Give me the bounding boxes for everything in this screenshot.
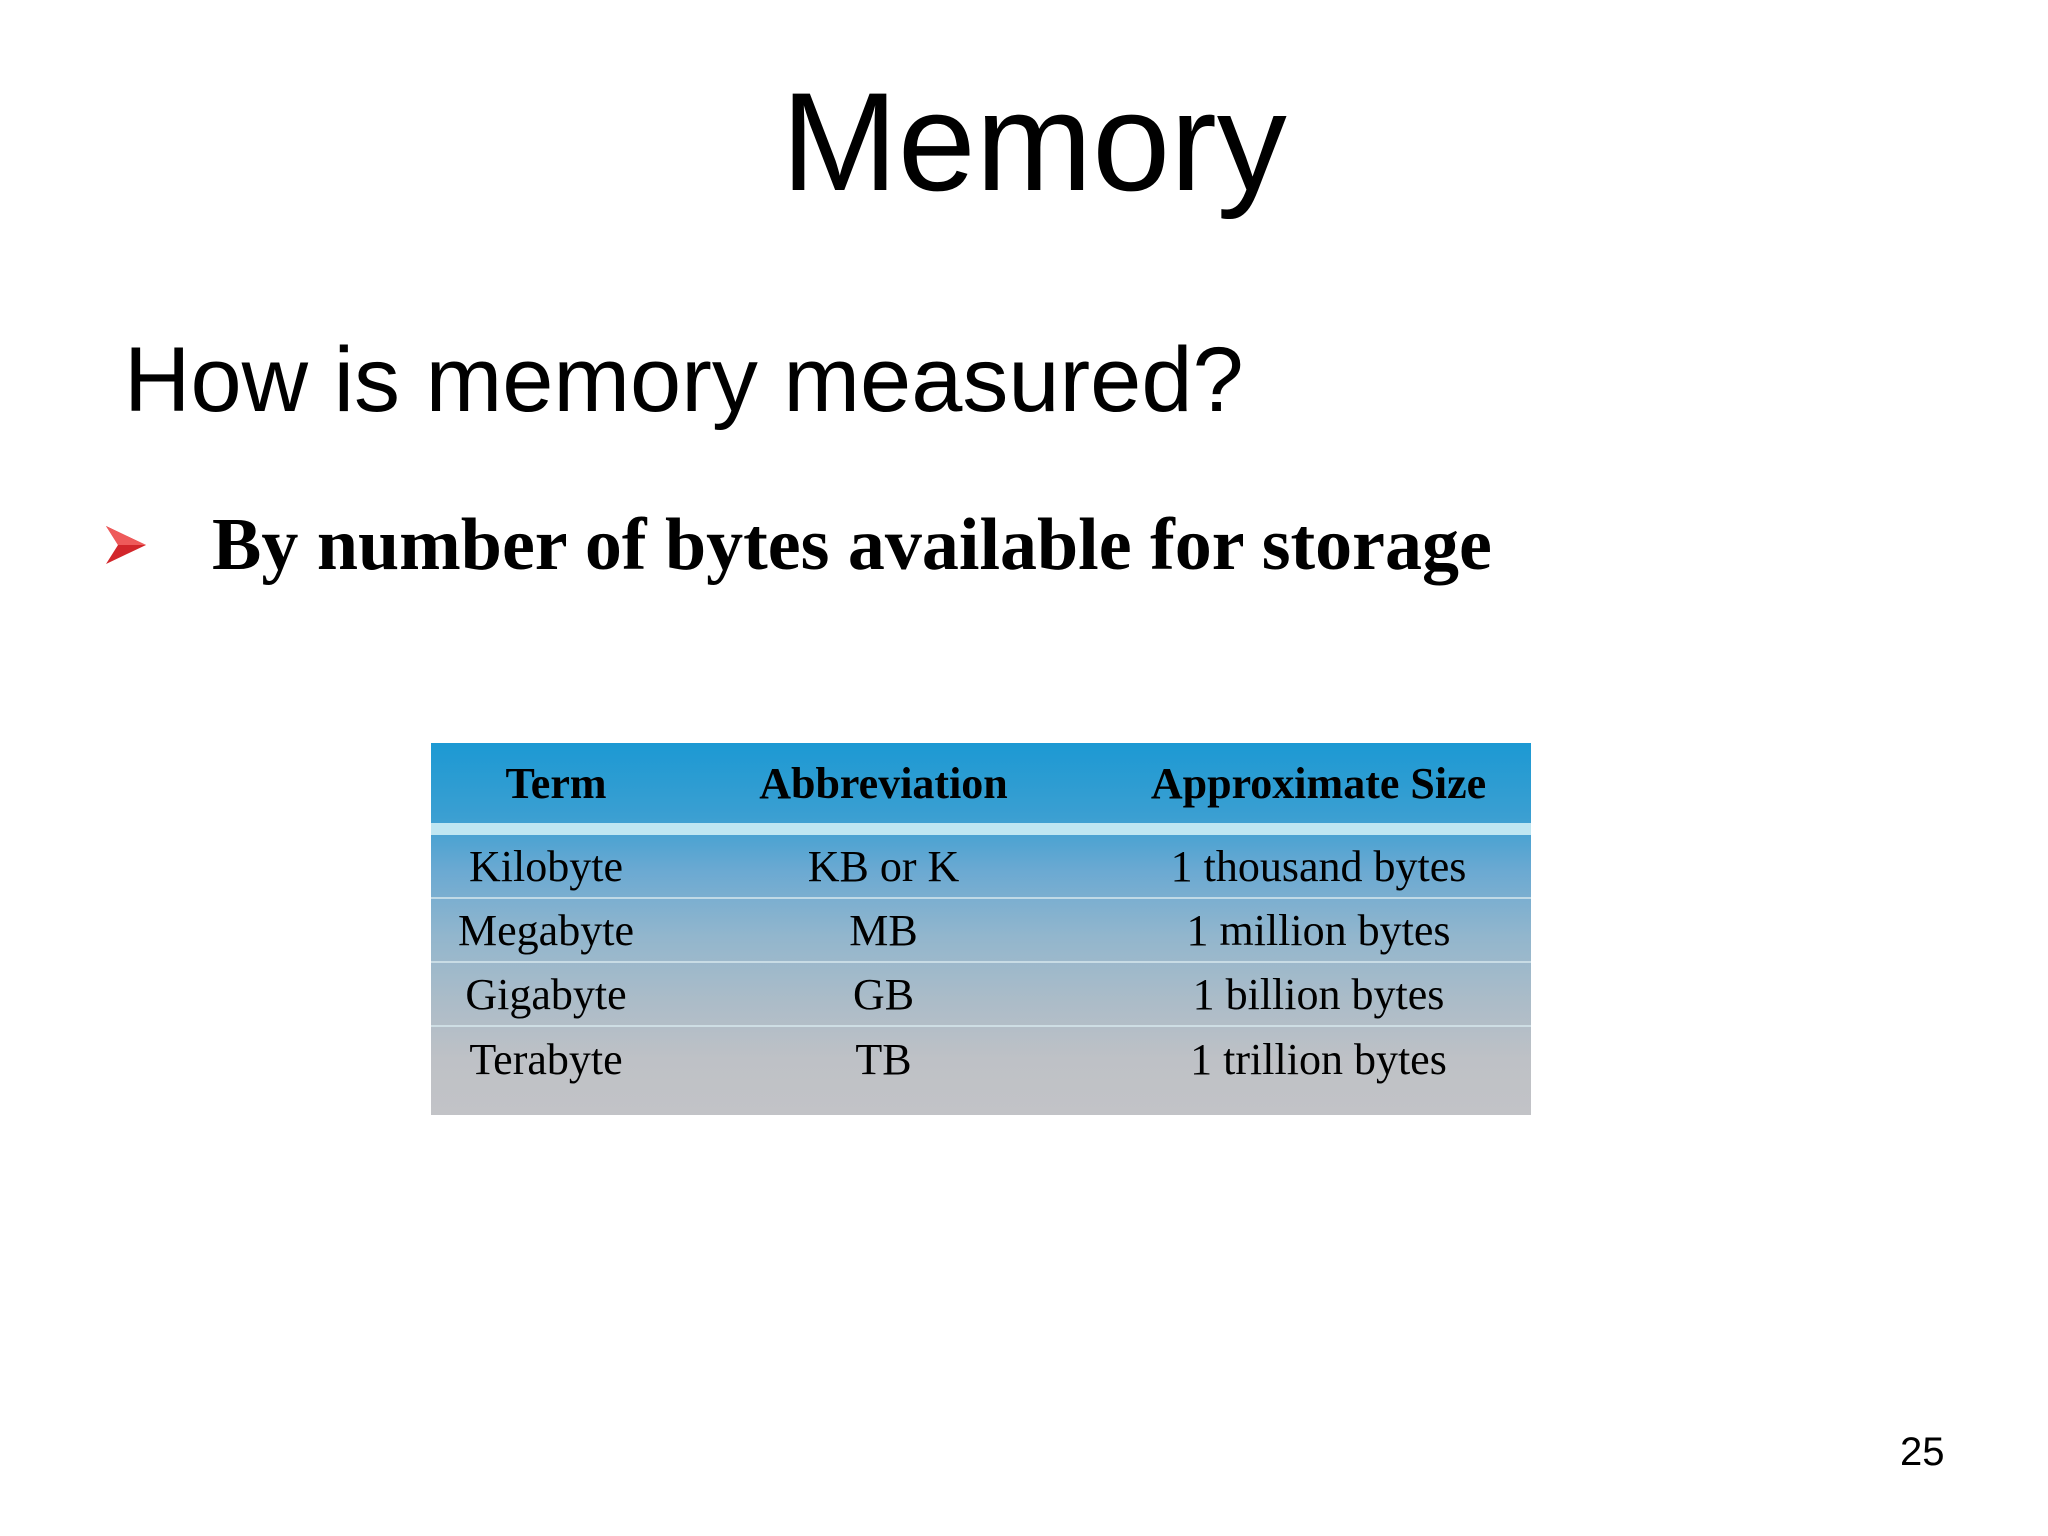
table-row: Gigabyte GB 1 billion bytes: [431, 963, 1531, 1027]
header-approximate-size: Approximate Size: [1150, 758, 1487, 808]
cell-approximate-size: 1 thousand bytes: [1170, 841, 1467, 891]
cell-abbreviation: KB or K: [807, 841, 960, 891]
cell-approximate-size: 1 trillion bytes: [1190, 1034, 1447, 1084]
cell-term: Kilobyte: [469, 841, 623, 891]
header-divider: [431, 823, 1531, 835]
cell-approximate-size: 1 million bytes: [1186, 905, 1451, 955]
cell-term: Megabyte: [458, 905, 634, 955]
table-row: Terabyte TB 1 trillion bytes: [431, 1027, 1531, 1091]
table-row: Kilobyte KB or K 1 thousand bytes: [431, 835, 1531, 899]
table-body: Kilobyte KB or K 1 thousand bytes Megaby…: [431, 835, 1531, 1091]
cell-abbreviation: GB: [852, 969, 915, 1019]
bullet-text: By number of bytes available for storage: [212, 504, 1492, 586]
table-header-row: Term Abbreviation Approximate Size: [431, 743, 1531, 823]
header-abbreviation: Abbreviation: [759, 758, 1008, 808]
page-number: 25: [1900, 1430, 1945, 1474]
cell-abbreviation: TB: [855, 1034, 912, 1084]
cell-term: Gigabyte: [465, 969, 627, 1019]
bullet-item: By number of bytes available for storage: [100, 500, 1492, 590]
cell-approximate-size: 1 billion bytes: [1192, 969, 1445, 1019]
cell-abbreviation: MB: [849, 905, 918, 955]
memory-units-table: Term Abbreviation Approximate Size Kilob…: [431, 743, 1531, 1115]
slide-subtitle: How is memory measured?: [124, 329, 1244, 431]
arrowhead-bullet-icon: [106, 526, 146, 564]
slide-title: Memory: [781, 63, 1287, 220]
header-term: Term: [505, 758, 607, 808]
cell-term: Terabyte: [469, 1034, 623, 1084]
table-row: Megabyte MB 1 million bytes: [431, 899, 1531, 963]
